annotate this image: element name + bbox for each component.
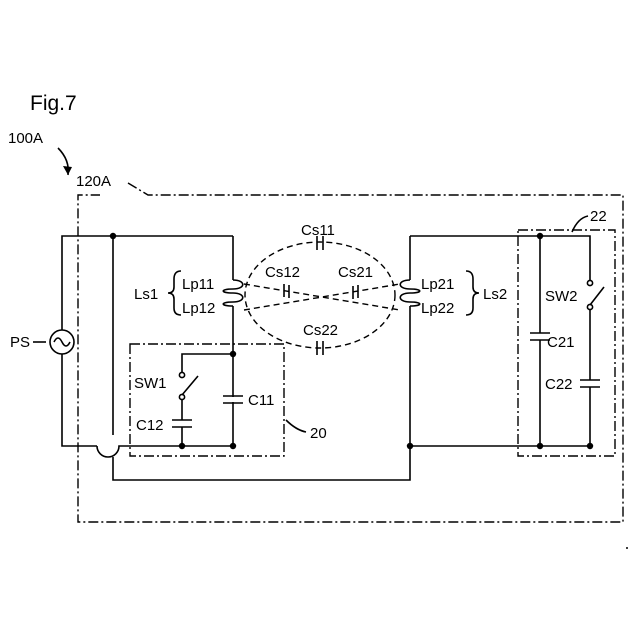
right-top-wire (410, 236, 590, 280)
sw1-top-wire (182, 354, 233, 372)
node-left-bottom (230, 443, 236, 449)
cs11-label: Cs11 (301, 222, 335, 239)
sw1-switch-arm (182, 376, 198, 395)
c11-gap (231, 397, 235, 402)
sw1-contact-top (179, 372, 184, 377)
cs22-label: Cs22 (303, 322, 338, 339)
sw2-contact-top (587, 280, 592, 285)
ls1-brace (168, 271, 181, 315)
c11-label: C11 (248, 392, 274, 409)
node-c21-bottom (537, 443, 543, 449)
block-20-label: 20 (310, 425, 327, 442)
device-label: 120A (76, 173, 111, 190)
system-leader-arrow (63, 166, 72, 175)
sw2-switch-arm (590, 287, 604, 305)
ac-wave-icon (54, 338, 70, 346)
sw1-label: SW1 (134, 375, 167, 392)
c21-label: C21 (547, 334, 575, 351)
node-left-top (110, 233, 116, 239)
system-label: 100A (8, 130, 43, 147)
lp12-label: Lp12 (182, 300, 215, 317)
sw2-contact-bottom (587, 304, 592, 309)
cs12-label: Cs12 (265, 264, 300, 281)
ls1-label: Ls1 (134, 286, 158, 303)
corner-mark (626, 547, 628, 549)
block-20-leader (286, 420, 306, 432)
sw1-contact-bottom (179, 394, 184, 399)
lp11-label: Lp11 (182, 276, 214, 293)
lp21-label: Lp21 (421, 276, 454, 293)
node-c12-bottom (179, 443, 185, 449)
coil-ls2 (400, 280, 420, 306)
figure-title: Fig.7 (30, 92, 77, 115)
ls2-label: Ls2 (483, 286, 507, 303)
cs21-label: Cs21 (338, 264, 373, 281)
ls2-brace (466, 271, 479, 315)
coil-ls1 (223, 280, 243, 306)
node-c22-bottom (587, 443, 593, 449)
c12-label: C12 (136, 417, 164, 434)
c22-label: C22 (545, 376, 573, 393)
lp22-label: Lp22 (421, 300, 454, 317)
ps-bottom-wire (62, 354, 97, 446)
sw2-label: SW2 (545, 288, 578, 305)
block-22-label: 22 (590, 208, 607, 225)
power-source-label: PS (10, 334, 30, 351)
